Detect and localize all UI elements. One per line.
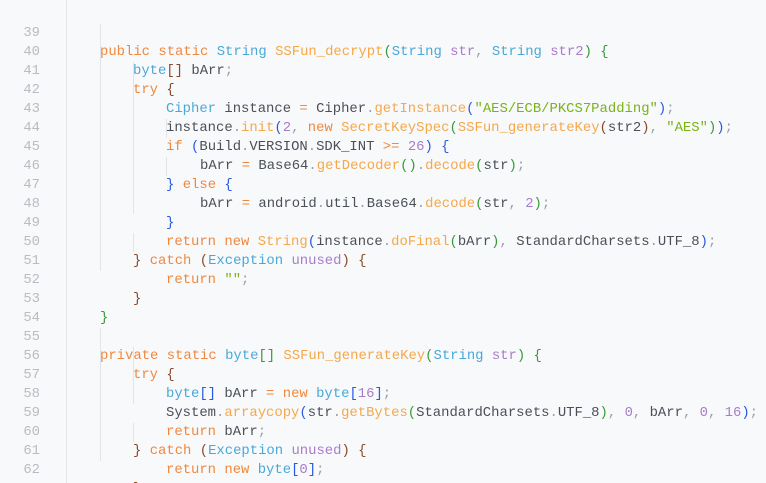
code-line[interactable]: 60 } catch (Exception unused) { [0, 404, 766, 459]
indent-guide [100, 24, 101, 271]
code-line[interactable]: 55 private static byte[] SSFun_generateK… [0, 309, 766, 364]
line-number: 51 [23, 253, 40, 269]
indent-guide [100, 328, 101, 461]
code-line[interactable]: 57 byte[] bArr = new byte[16]; [0, 347, 766, 402]
code-line[interactable]: 47 bArr = android.util.Base64.decode(str… [0, 157, 766, 212]
line-number: 59 [23, 405, 40, 421]
code-line[interactable]: 62 } [0, 442, 766, 483]
line-number: 61 [23, 443, 40, 459]
gutter-divider [66, 0, 67, 483]
indent-guide [133, 423, 134, 442]
line-code: } [133, 480, 141, 483]
line-number: 41 [23, 63, 40, 79]
line-code: } catch (Exception unused) { [133, 443, 367, 459]
code-line[interactable]: 43 instance.init(2, new SecretKeySpec(SS… [0, 81, 766, 136]
code-line[interactable]: 44 if (Build.VERSION.SDK_INT >= 26) { [0, 100, 766, 155]
code-line[interactable]: 46 } else { [0, 138, 766, 193]
line-number: 39 [23, 25, 40, 41]
line-number: 44 [23, 120, 40, 136]
code-line[interactable]: 58 System.arraycopy(str.getBytes(Standar… [0, 366, 766, 421]
code-line[interactable]: 54 [0, 290, 766, 326]
line-code: try { [133, 367, 175, 383]
indent-guide [133, 347, 134, 404]
line-code: return ""; [166, 272, 250, 288]
code-line[interactable]: 48 } [0, 176, 766, 231]
line-number: 43 [23, 101, 40, 117]
line-number: 60 [23, 424, 40, 440]
indent-guide [133, 233, 134, 252]
line-code: } [133, 291, 142, 307]
line-code: Cipher instance = Cipher.getInstance("AE… [166, 101, 675, 117]
line-code: System.arraycopy(str.getBytes(StandardCh… [166, 405, 759, 421]
code-line[interactable]: 49 return new String(instance.doFinal(bA… [0, 195, 766, 250]
code-line[interactable]: 61 return new byte[0]; [0, 423, 766, 478]
code-line[interactable]: 59 return bArr; [0, 385, 766, 440]
line-code: return new byte[0]; [166, 462, 325, 478]
code-line[interactable]: 39 public static String SSFun_decrypt(St… [0, 5, 766, 60]
line-code: bArr = Base64.getDecoder().decode(str); [200, 158, 526, 174]
line-code: instance.init(2, new SecretKeySpec(SSFun… [166, 120, 733, 136]
line-number: 58 [23, 386, 40, 402]
code-line[interactable]: 51 return ""; [0, 233, 766, 288]
line-number: 46 [23, 158, 40, 174]
line-code: try { [133, 82, 175, 98]
line-code: private static byte[] SSFun_generateKey(… [100, 348, 542, 364]
code-line[interactable]: 53 } [0, 271, 766, 326]
line-code: return new String(instance.doFinal(bArr)… [166, 234, 717, 250]
line-code: } [100, 310, 109, 326]
indent-guide [166, 119, 167, 138]
line-number: 45 [23, 139, 40, 155]
indent-guide [166, 157, 167, 176]
line-code: return bArr; [166, 424, 267, 440]
line-code: } catch (Exception unused) { [133, 253, 367, 269]
line-number: 52 [23, 272, 40, 288]
line-number: 57 [23, 367, 40, 383]
line-code: } [166, 215, 175, 231]
code-line[interactable]: 52 } [0, 252, 766, 307]
line-number: 54 [23, 310, 40, 326]
line-number: 62 [23, 462, 40, 478]
line-number: 53 [23, 291, 40, 307]
line-code: public static String SSFun_decrypt(Strin… [100, 44, 609, 60]
line-number: 63 [0, 480, 40, 483]
line-code: bArr = android.util.Base64.decode(str, 2… [200, 196, 551, 212]
code-line[interactable]: 63 } [0, 461, 766, 483]
line-number: 40 [23, 44, 40, 60]
line-number: 48 [23, 196, 40, 212]
line-number: 56 [23, 348, 40, 364]
code-line[interactable]: 45 bArr = Base64.getDecoder().decode(str… [0, 119, 766, 174]
code-line[interactable]: 50 } catch (Exception unused) { [0, 214, 766, 269]
line-number: 47 [23, 177, 40, 193]
line-code: } else { [166, 177, 233, 193]
code-line[interactable]: 40 byte[] bArr; [0, 24, 766, 79]
line-number: 55 [23, 329, 40, 345]
code-line[interactable]: 42 Cipher instance = Cipher.getInstance(… [0, 62, 766, 117]
code-line[interactable]: 41 try { [0, 43, 766, 98]
line-number: 50 [23, 234, 40, 250]
line-code: byte[] bArr = new byte[16]; [166, 386, 392, 402]
line-number: 49 [23, 215, 40, 231]
code-line[interactable]: 56 try { [0, 328, 766, 383]
indent-guide [133, 62, 134, 214]
line-code: byte[] bArr; [133, 63, 234, 79]
line-code: if (Build.VERSION.SDK_INT >= 26) { [166, 139, 450, 155]
line-number: 42 [23, 82, 40, 98]
